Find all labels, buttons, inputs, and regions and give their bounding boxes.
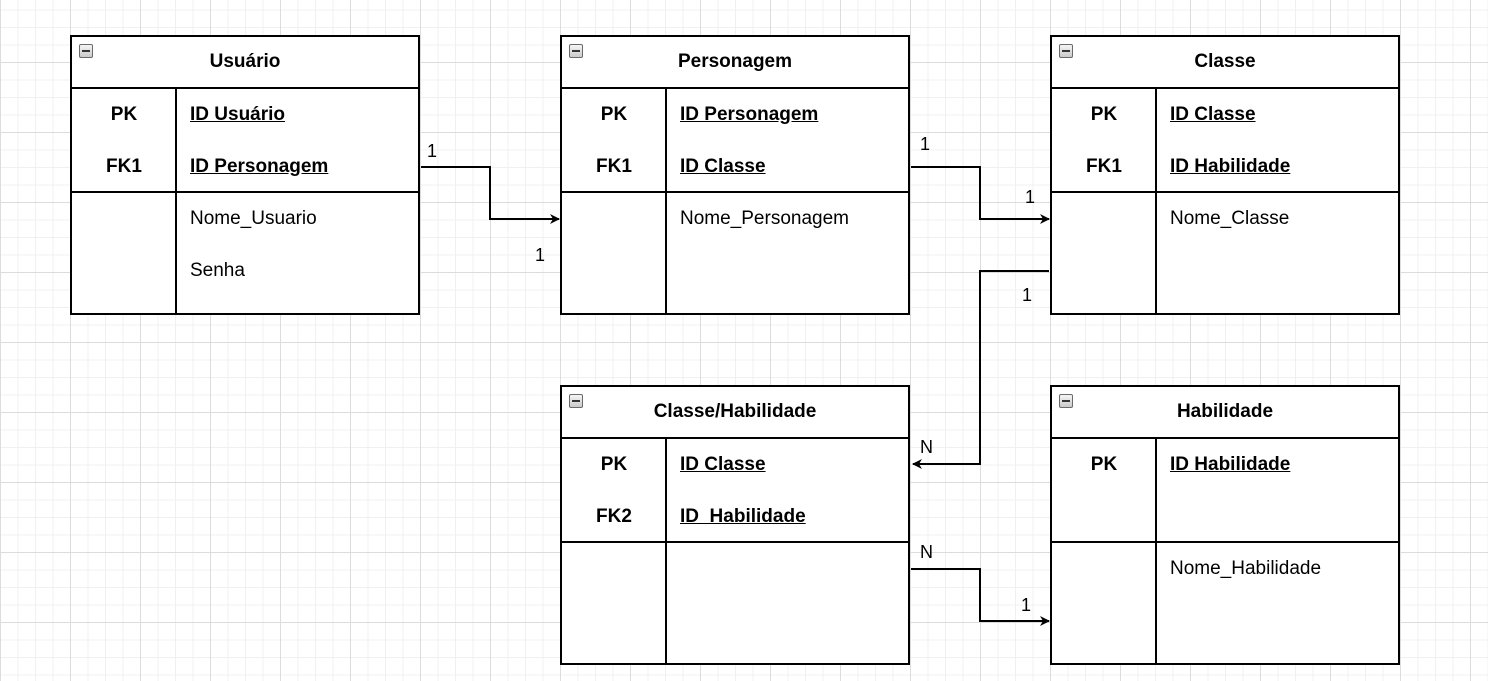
- edge-usuario-personagem[interactable]: [421, 166, 560, 224]
- entity-title: Personagem: [677, 51, 793, 72]
- key-label: PK: [1090, 454, 1118, 475]
- attribute: Nome_Classe: [1170, 208, 1290, 229]
- attribute-row[interactable]: Nome_Personagem: [562, 193, 908, 245]
- key-label: FK1: [106, 156, 142, 177]
- key-label: PK: [600, 454, 628, 475]
- card-personagem-from: 1: [920, 134, 930, 154]
- entity-header[interactable]: Usuário: [72, 37, 418, 89]
- entity-header[interactable]: Classe/Habilidade: [562, 387, 908, 439]
- entity-header[interactable]: Personagem: [562, 37, 908, 89]
- card-habilidade-to: 1: [1021, 595, 1031, 615]
- key-attribute: ID Personagem: [190, 156, 329, 177]
- card-classe-to: 1: [1025, 187, 1035, 207]
- attribute-section: [562, 543, 908, 665]
- key-attribute: ID Personagem: [680, 104, 819, 125]
- key-attribute: ID Habilidade: [1170, 156, 1291, 177]
- attribute-section: Nome_Classe: [1052, 193, 1398, 315]
- entity-header[interactable]: Habilidade: [1052, 387, 1398, 439]
- card-classehabilidade-to: N: [920, 437, 933, 457]
- key-row[interactable]: PK ID Classe: [1052, 89, 1398, 141]
- collapse-icon[interactable]: [1059, 394, 1073, 408]
- key-row[interactable]: PK ID Usuário: [72, 89, 418, 141]
- key-attribute: ID Habilidade: [680, 506, 806, 527]
- collapse-icon[interactable]: [1059, 44, 1073, 58]
- key-label: FK2: [596, 506, 632, 527]
- edge-personagem-classe[interactable]: [911, 166, 1050, 224]
- attribute: Nome_Personagem: [680, 208, 849, 229]
- key-section: PK ID Personagem FK1 ID Classe: [562, 89, 908, 193]
- key-row[interactable]: PK ID Classe: [562, 439, 908, 491]
- entity-title: Usuário: [209, 51, 281, 72]
- column-divider: [1155, 439, 1157, 663]
- entity-header[interactable]: Classe: [1052, 37, 1398, 89]
- key-section: PK ID Classe FK1 ID Habilidade: [1052, 89, 1398, 193]
- key-label: FK1: [1086, 156, 1122, 177]
- card-personagem-to: 1: [535, 245, 545, 265]
- attribute: Nome_Usuario: [190, 208, 317, 229]
- entity-classe-habilidade[interactable]: Classe/Habilidade PK ID Classe FK2 ID Ha…: [560, 385, 910, 665]
- key-row[interactable]: FK1 ID Personagem: [72, 141, 418, 193]
- edge-classehabilidade-habilidade[interactable]: [911, 568, 1050, 626]
- entity-classe[interactable]: Classe PK ID Classe FK1 ID Habilidade No…: [1050, 35, 1400, 315]
- collapse-icon[interactable]: [79, 44, 93, 58]
- key-section: PK ID Classe FK2 ID Habilidade: [562, 439, 908, 543]
- key-section: PK ID Usuário FK1 ID Personagem: [72, 89, 418, 193]
- column-divider: [665, 439, 667, 663]
- attribute-section: Nome_Usuario Senha: [72, 193, 418, 315]
- collapse-icon[interactable]: [569, 394, 583, 408]
- key-label: FK1: [596, 156, 632, 177]
- key-attribute: ID Classe: [680, 156, 766, 177]
- card-classe-from: 1: [1022, 285, 1032, 305]
- key-row[interactable]: [1052, 491, 1398, 543]
- key-section: PK ID Habilidade: [1052, 439, 1398, 543]
- column-divider: [665, 89, 667, 313]
- collapse-icon[interactable]: [569, 44, 583, 58]
- key-row[interactable]: FK2 ID Habilidade: [562, 491, 908, 543]
- attribute: Nome_Habilidade: [1170, 558, 1322, 579]
- entity-title: Classe: [1194, 51, 1256, 72]
- attribute-section: Nome_Personagem: [562, 193, 908, 315]
- column-divider: [175, 89, 177, 313]
- key-attribute: ID Habilidade: [1170, 454, 1291, 475]
- attribute-row[interactable]: Nome_Classe: [1052, 193, 1398, 245]
- attribute: Senha: [190, 260, 245, 281]
- key-row[interactable]: FK1 ID Classe: [562, 141, 908, 193]
- entity-usuario[interactable]: Usuário PK ID Usuário FK1 ID Personagem …: [70, 35, 420, 315]
- key-attribute: ID Usuário: [190, 104, 286, 125]
- key-label: PK: [1090, 104, 1118, 125]
- entity-personagem[interactable]: Personagem PK ID Personagem FK1 ID Class…: [560, 35, 910, 315]
- card-classehabilidade-from: N: [920, 542, 933, 562]
- attribute-section: Nome_Habilidade: [1052, 543, 1398, 665]
- key-label: PK: [600, 104, 628, 125]
- attribute-row[interactable]: Nome_Habilidade: [1052, 543, 1398, 595]
- column-divider: [1155, 89, 1157, 313]
- key-attribute: ID Classe: [1170, 104, 1256, 125]
- key-label: PK: [110, 104, 138, 125]
- key-row[interactable]: PK ID Habilidade: [1052, 439, 1398, 491]
- key-row[interactable]: PK ID Personagem: [562, 89, 908, 141]
- entity-habilidade[interactable]: Habilidade PK ID Habilidade Nome_Habilid…: [1050, 385, 1400, 665]
- key-row[interactable]: FK1 ID Habilidade: [1052, 141, 1398, 193]
- entity-title: Habilidade: [1176, 401, 1274, 422]
- edge-classe-classehabilidade[interactable]: [912, 270, 1049, 469]
- entity-title: Classe/Habilidade: [653, 401, 817, 422]
- key-attribute: ID Classe: [680, 454, 766, 475]
- attribute-row[interactable]: Senha: [72, 245, 418, 297]
- card-usuario-from: 1: [427, 141, 437, 161]
- attribute-row[interactable]: Nome_Usuario: [72, 193, 418, 245]
